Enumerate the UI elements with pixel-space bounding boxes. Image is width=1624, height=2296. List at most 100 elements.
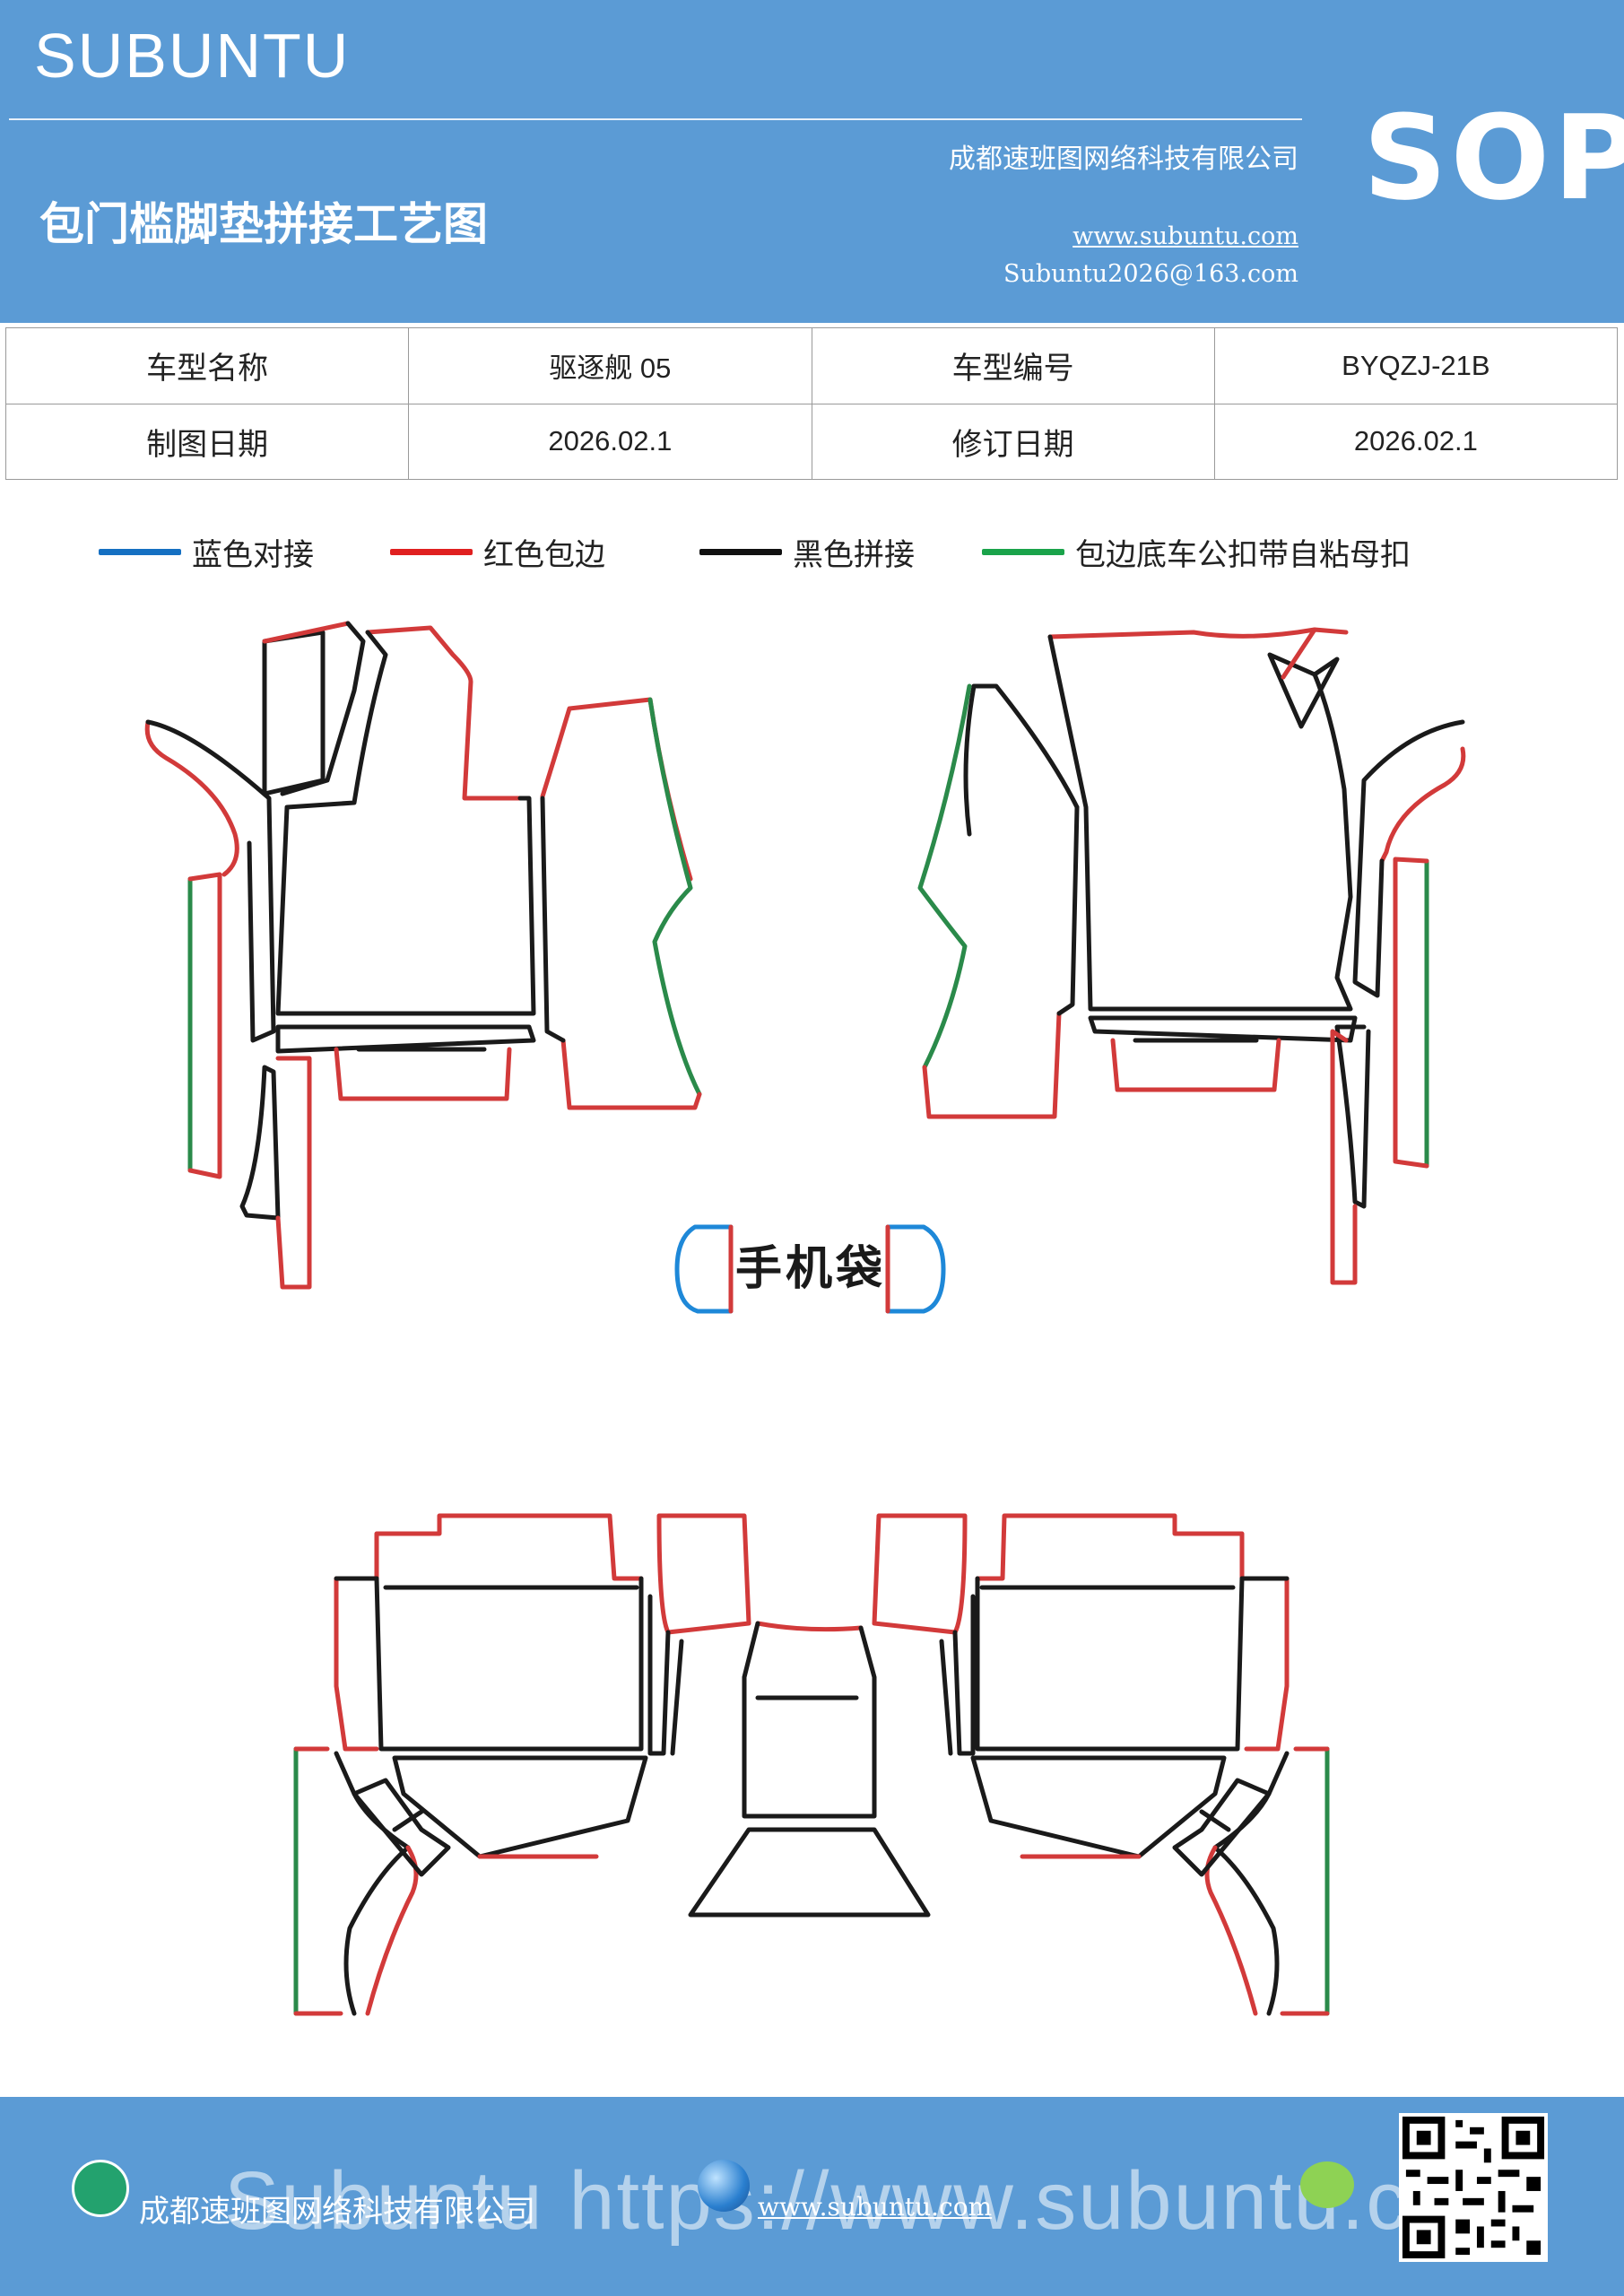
footer-company-name: 成都速班图网络科技有限公司 bbox=[139, 2194, 535, 2230]
side-panel-left-red2 bbox=[560, 1038, 702, 1110]
revise-date-value: 2026.02.1 bbox=[1213, 403, 1619, 480]
rear-left-arch-red bbox=[365, 1845, 419, 2016]
rear-right-red-side bbox=[1244, 1576, 1290, 1752]
rear-left-black-inner bbox=[334, 1576, 639, 1590]
company-name: 成都速班图网络科技有限公司 bbox=[949, 144, 1298, 175]
legend-label: 红色包边 bbox=[483, 536, 605, 573]
draw-date-value: 2026.02.1 bbox=[408, 403, 812, 480]
sill-piece-right-red bbox=[1330, 1029, 1358, 1285]
wechat-icon bbox=[1300, 2161, 1354, 2208]
sill-arch-right-black bbox=[1352, 719, 1465, 998]
rear-right-arch-red bbox=[1204, 1845, 1258, 2016]
rear-left-inner-side bbox=[656, 1513, 751, 1635]
pedal-piece-right-red bbox=[1281, 627, 1349, 680]
phone-pocket-right-blue bbox=[885, 1224, 946, 1314]
table-row: 制图日期 2026.02.1 修订日期 2026.02.1 bbox=[4, 403, 1619, 480]
phone-pocket bbox=[674, 1224, 946, 1314]
side-panel-right-green bbox=[917, 683, 972, 1070]
sill-piece-left-red bbox=[275, 1056, 312, 1290]
front-right-main-black bbox=[1047, 634, 1353, 1012]
front-left-main-black bbox=[275, 630, 536, 1016]
model-code-value: BYQZJ-21B bbox=[1213, 327, 1619, 404]
side-panel-right bbox=[963, 683, 1080, 837]
front-left-bottom bbox=[275, 1024, 536, 1054]
page-title: 包门槛脚垫拼接工艺图 bbox=[39, 197, 488, 250]
legend-item-blue: 蓝色对接 bbox=[99, 525, 314, 578]
legend-item-red: 红色包边 bbox=[390, 525, 605, 578]
rear-left-inner-side-black bbox=[647, 1594, 684, 1756]
rear-right-black-main bbox=[975, 1576, 1245, 1752]
header-banner: SUBUNTU 包门槛脚垫拼接工艺图 成都速班图网络科技有限公司 www.sub… bbox=[0, 0, 1624, 323]
front-left-main bbox=[365, 625, 523, 801]
model-name-label: 车型名称 bbox=[4, 327, 410, 404]
front-left-tab bbox=[334, 1047, 512, 1101]
website-link[interactable]: www.subuntu.com bbox=[1073, 222, 1298, 250]
color-legend: 蓝色对接 红色包边 黑色拼接 包边底车公扣带自粘母扣 bbox=[0, 525, 1624, 578]
side-panel-right-black bbox=[1056, 804, 1080, 1016]
pedal-piece-right bbox=[1267, 652, 1340, 729]
footer-banner: Subuntu https://www.subuntu.com 成都速班图网络科… bbox=[0, 2097, 1624, 2296]
center-front-trapezoid bbox=[688, 1827, 931, 1918]
revise-date-label: 修订日期 bbox=[811, 403, 1215, 480]
vehicle-info-table: 车型名称 驱逐舰 05 车型编号 BYQZJ-21B 制图日期 2026.02.… bbox=[4, 327, 1619, 480]
rear-right-green-strip-red bbox=[1280, 1746, 1330, 2016]
phone-pocket-left-blue bbox=[674, 1224, 734, 1314]
rear-left-lower bbox=[392, 1755, 648, 1859]
rear-left-red-top bbox=[374, 1513, 644, 1581]
rear-right-lower bbox=[970, 1755, 1227, 1859]
globe-icon bbox=[698, 2160, 750, 2212]
legend-swatch-green bbox=[982, 548, 1064, 555]
side-panel-right-red2 bbox=[922, 1011, 1062, 1119]
sill-piece-left bbox=[239, 1065, 281, 1221]
qr-code bbox=[1399, 2113, 1548, 2262]
legend-item-green: 包边底车公扣带自粘母扣 bbox=[982, 525, 1411, 578]
pedal-piece bbox=[262, 630, 326, 796]
pedal-piece-2 bbox=[280, 621, 366, 796]
legend-swatch-black bbox=[699, 548, 782, 555]
table-row: 车型名称 驱逐舰 05 车型编号 BYQZJ-21B bbox=[4, 327, 1619, 404]
legend-label: 包边底车公扣带自粘母扣 bbox=[1075, 536, 1411, 573]
rear-right-red-top bbox=[975, 1513, 1245, 1581]
rear-right-inner-side-black bbox=[939, 1594, 976, 1756]
front-right-tab bbox=[1110, 1038, 1281, 1092]
draw-date-label: 制图日期 bbox=[4, 403, 410, 480]
company-badge-icon bbox=[72, 2160, 129, 2217]
email-address: Subuntu2026@163.com bbox=[1003, 260, 1298, 288]
sill-strip-right-red bbox=[1393, 857, 1429, 1169]
rear-mat-group bbox=[293, 1513, 1330, 2016]
front-right-main bbox=[1047, 627, 1317, 639]
legend-label: 蓝色对接 bbox=[192, 536, 314, 573]
footer-website-link[interactable]: www.subuntu.com bbox=[758, 2192, 993, 2222]
sill-arch-right bbox=[1379, 746, 1466, 864]
legend-item-black: 黑色拼接 bbox=[699, 525, 915, 578]
brand-logo: SUBUNTU bbox=[34, 21, 351, 91]
model-name-value: 驱逐舰 05 bbox=[408, 327, 812, 404]
sill-strip-left-red bbox=[187, 872, 222, 1179]
sop-badge: SOP bbox=[1363, 90, 1624, 226]
legend-swatch-blue bbox=[99, 548, 181, 555]
rear-right-arch-inner bbox=[1172, 1778, 1272, 1877]
legend-label: 黑色拼接 bbox=[793, 536, 915, 573]
rear-left-arch bbox=[334, 1751, 411, 2016]
center-tunnel-black bbox=[742, 1621, 877, 1819]
rear-left-green-strip-red bbox=[293, 1746, 343, 2016]
rear-left-red-side bbox=[334, 1576, 379, 1752]
front-right-mat-group bbox=[917, 627, 1466, 1285]
header-divider bbox=[9, 118, 1302, 120]
legend-swatch-red bbox=[390, 548, 473, 555]
pedal-piece-red bbox=[262, 621, 351, 644]
front-right-bottom bbox=[1088, 1015, 1358, 1043]
sill-piece-right bbox=[1334, 1024, 1371, 1209]
rear-left-black-main bbox=[374, 1576, 644, 1752]
center-tunnel-red bbox=[755, 1621, 864, 1632]
rear-left-arch-inner bbox=[352, 1778, 451, 1877]
rear-right-arch bbox=[1212, 1751, 1290, 2016]
front-left-mat-group bbox=[144, 621, 702, 1290]
rear-right-black-inner bbox=[979, 1576, 1290, 1590]
model-code-label: 车型编号 bbox=[811, 327, 1215, 404]
sill-arch-left-black bbox=[145, 719, 276, 1043]
rear-right-inner-side bbox=[872, 1513, 968, 1635]
side-panel-left-green bbox=[647, 697, 702, 1097]
phone-pocket-label: 手机袋 bbox=[735, 1242, 886, 1296]
sill-arch-left bbox=[144, 719, 239, 877]
